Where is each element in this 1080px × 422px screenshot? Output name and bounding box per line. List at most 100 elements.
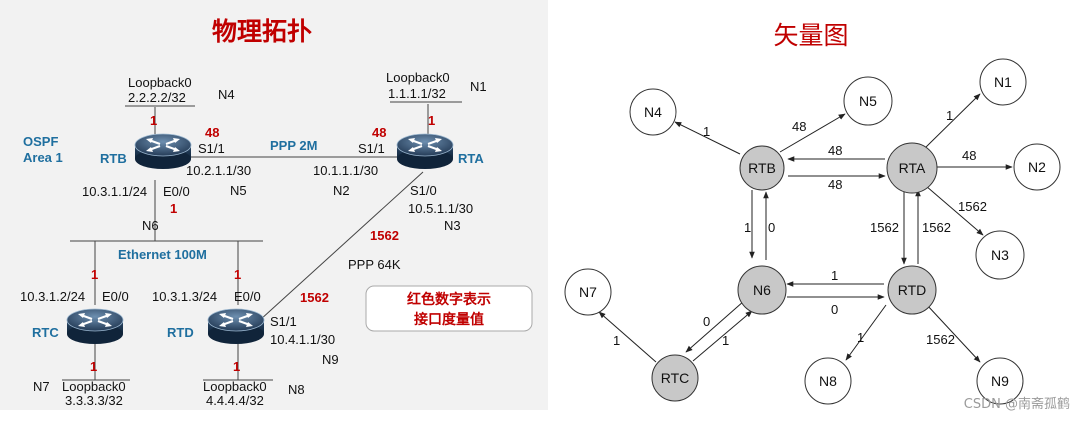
cost-rtb-rta: 48 [828, 177, 842, 192]
n5-node [843, 76, 893, 126]
cost-rta-rtd: 1562 [870, 220, 899, 235]
physical-topology-panel: 物理拓扑 RTB RTA RTC RTD PPP 2M Ethernet 100… [0, 0, 548, 410]
legend-line-2: 接口度量值 [414, 311, 484, 328]
rtd-router-icon [207, 308, 265, 345]
rta-s10-iface: S1/0 [410, 183, 437, 198]
rtd-s11-ip: 10.4.1.1/30 [270, 332, 335, 347]
n6-node-label: N6 [753, 282, 771, 298]
rtd-e00-iface: E0/0 [234, 289, 261, 304]
area-label: Area 1 [23, 150, 63, 165]
rtd-loop-cost: 1 [233, 359, 240, 374]
rtb-e00-iface: E0/0 [163, 184, 190, 199]
n1-node [979, 58, 1027, 106]
cost-rtd-n6: 1 [831, 268, 838, 283]
n3-node [975, 230, 1025, 280]
rta-node-label: RTA [899, 160, 926, 176]
rtb-node-label: RTB [748, 160, 776, 176]
watermark: CSDN @南斋孤鹤 [963, 397, 1070, 412]
rtd-node-label: RTD [898, 282, 927, 298]
vector-graph-panel: 矢量图 RTB [552, 0, 1080, 410]
n2-node [1013, 143, 1061, 191]
rtc-node-label: RTC [661, 370, 690, 386]
cost-rtd-n9: 1562 [926, 332, 955, 347]
rtc-name: RTC [32, 325, 59, 340]
n1-node-label: N1 [994, 74, 1012, 90]
rtb-router-icon [134, 133, 192, 170]
n8-node-label: N8 [819, 373, 837, 389]
rtd-node [887, 265, 937, 315]
rta-node [886, 142, 938, 194]
rtc-loop-iface: Loopback0 [62, 379, 126, 394]
rtb-e00-cost: 1 [170, 201, 177, 216]
n7-node [564, 268, 612, 316]
cost-n6-rtb: 0 [768, 220, 775, 235]
n7-node-label: N7 [579, 284, 597, 300]
n8-node [804, 357, 852, 405]
rta-loop-net: N1 [470, 79, 487, 94]
rta-s10-cost: 1562 [370, 228, 399, 243]
rtd-s11-iface: S1/1 [270, 314, 297, 329]
ethernet-label: Ethernet 100M [118, 247, 207, 262]
rtd-loop-ip: 4.4.4.4/32 [206, 393, 264, 408]
cost-rtb-n6: 1 [744, 220, 751, 235]
n4-node-label: N4 [644, 104, 662, 120]
rtc-loop-net: N7 [33, 379, 50, 394]
edge-rta-n1 [924, 93, 981, 149]
cost-n6-rtd: 0 [831, 302, 838, 317]
cost-rtd-rta: 1562 [922, 220, 951, 235]
rtb-loop-cost: 1 [150, 113, 157, 128]
ppp-2m-net: N5 [230, 183, 247, 198]
rtd-name: RTD [167, 325, 194, 340]
cost-rta-rtb: 48 [828, 143, 842, 158]
rtb-node [739, 145, 785, 191]
metric-legend-box [365, 285, 533, 332]
edge-rtd-n8 [845, 304, 887, 361]
rta-s11-ip: 10.1.1.1/30 [313, 163, 378, 178]
physical-topology-diagram: 物理拓扑 RTB RTA RTC RTD PPP 2M Ethernet 100… [20, 17, 533, 408]
rtb-s11-cost: 48 [205, 125, 219, 140]
cost-rtc-n7: 1 [613, 333, 620, 348]
ppp-2m-net-b: N2 [333, 183, 350, 198]
cost-rta-n1: 1 [946, 108, 953, 123]
edge-rta-n3 [925, 185, 984, 236]
cost-rtb-n4: 1 [703, 124, 710, 139]
ppp-64k-link [259, 171, 424, 321]
rta-s11-iface: S1/1 [358, 141, 385, 156]
cost-rtb-n5: 48 [792, 119, 806, 134]
rta-s10-ip: 10.5.1.1/30 [408, 201, 473, 216]
ethernet-net: N6 [142, 218, 159, 233]
ospf-label: OSPF [23, 134, 58, 149]
rtc-e00-ip: 10.3.1.2/24 [20, 289, 85, 304]
rtd-s11-cost: 1562 [300, 290, 329, 305]
right-title: 矢量图 [773, 21, 848, 50]
rtd-e00-cost: 1 [234, 267, 241, 282]
rta-router-icon [396, 133, 454, 170]
n5-node-label: N5 [859, 93, 877, 109]
rta-loop-ip: 1.1.1.1/32 [388, 86, 446, 101]
edge-rtb-n4 [674, 121, 741, 155]
cost-rta-n3: 1562 [958, 199, 987, 214]
rta-s10-net: N3 [444, 218, 461, 233]
rtd-loop-net: N8 [288, 382, 305, 397]
edge-rtc-n7 [598, 311, 657, 363]
edge-rtd-n9 [926, 304, 981, 363]
n3-node-label: N3 [991, 247, 1009, 263]
rtb-loop-iface: Loopback0 [128, 75, 192, 90]
n4-node [629, 88, 677, 136]
rtc-loop-ip: 3.3.3.3/32 [65, 393, 123, 408]
legend-line-1: 红色数字表示 [407, 291, 491, 308]
cost-rtc-n6: 1 [722, 333, 729, 348]
rtd-s11-net: N9 [322, 352, 339, 367]
rtd-e00-ip: 10.3.1.3/24 [152, 289, 217, 304]
edge-n6-rtc [685, 300, 745, 353]
ppp-2m-label: PPP 2M [270, 138, 317, 153]
n2-node-label: N2 [1028, 159, 1046, 175]
rtd-loop-iface: Loopback0 [203, 379, 267, 394]
cost-n6-rtc: 0 [703, 314, 710, 329]
cost-rtd-n8: 1 [857, 330, 864, 345]
rta-loop-cost: 1 [428, 113, 435, 128]
rtc-loop-cost: 1 [90, 359, 97, 374]
rtb-loop-net: N4 [218, 87, 235, 102]
rta-s11-cost: 48 [372, 125, 386, 140]
rtb-name: RTB [100, 151, 127, 166]
